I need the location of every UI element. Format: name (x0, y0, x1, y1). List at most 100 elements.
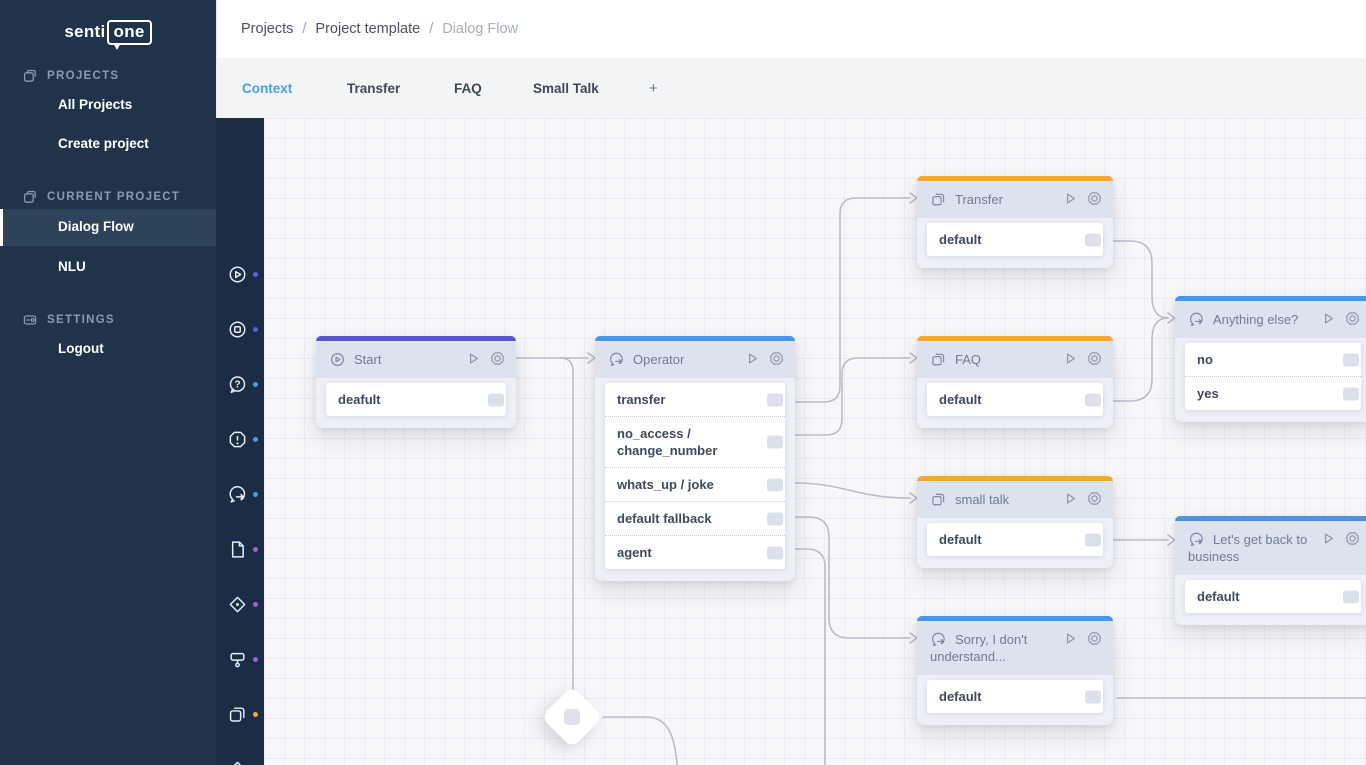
current-project-icon (22, 189, 38, 205)
node-settings-icon[interactable] (1344, 530, 1361, 547)
palette-document-icon[interactable] (216, 539, 264, 561)
node-row[interactable]: transfer (605, 383, 785, 416)
context-tabbar: Context Transfer FAQ Small Talk + (216, 58, 1366, 118)
breadcrumb-current: Dialog Flow (442, 21, 518, 37)
node-row[interactable]: whats_up / joke (605, 467, 785, 501)
flow-node-operator[interactable]: Operator transfer no_access / change_num… (595, 336, 795, 581)
node-body: default (917, 218, 1113, 268)
node-row[interactable]: no (1185, 343, 1361, 376)
output-connector[interactable] (1085, 690, 1101, 703)
copy-stack-icon (930, 191, 947, 208)
run-node-icon[interactable] (744, 350, 761, 367)
output-connector[interactable] (488, 393, 504, 406)
flow-node-small-talk[interactable]: small talk default (917, 476, 1113, 568)
node-accent-bar (917, 616, 1113, 621)
palette-paint-icon[interactable] (216, 649, 264, 671)
palette-dot (253, 437, 258, 442)
copy-stack-icon (227, 704, 248, 725)
run-node-icon[interactable] (1062, 490, 1079, 507)
palette-decision-icon[interactable] (216, 594, 264, 616)
palette-dot (253, 382, 258, 387)
output-connector[interactable] (767, 546, 783, 559)
output-connector[interactable] (767, 478, 783, 491)
palette-alert-icon[interactable] (216, 429, 264, 451)
node-header: Let's get back to business (1175, 521, 1366, 575)
node-settings-icon[interactable] (1344, 310, 1361, 327)
chat-forward-icon (227, 484, 248, 505)
tab-small-talk[interactable]: Small Talk (533, 80, 599, 96)
node-row[interactable]: no_access / change_number (605, 416, 785, 467)
run-node-icon[interactable] (1320, 530, 1337, 547)
run-node-icon[interactable] (1062, 630, 1079, 647)
node-row[interactable]: default fallback (605, 501, 785, 535)
node-header: Operator (595, 341, 795, 378)
tab-transfer[interactable]: Transfer (347, 80, 401, 96)
sidebar-item-label: Dialog Flow (58, 219, 134, 234)
section-settings: SETTINGS (22, 312, 115, 328)
palette-dot (253, 492, 258, 497)
node-settings-icon[interactable] (768, 350, 785, 367)
run-node-icon[interactable] (1062, 190, 1079, 207)
palette-dot (253, 602, 258, 607)
flow-node-start[interactable]: Start deafult (316, 336, 516, 428)
sidebar-item-all-projects[interactable]: All Projects (58, 97, 133, 112)
row-label: default fallback (617, 511, 712, 526)
palette-copy-icon[interactable] (216, 704, 264, 726)
sidebar-item-nlu[interactable]: NLU (58, 259, 86, 274)
node-header: FAQ (917, 341, 1113, 378)
palette-start-icon[interactable] (216, 264, 264, 286)
output-connector[interactable] (1343, 353, 1359, 366)
node-row[interactable]: default (927, 223, 1103, 256)
flow-node-lets-get-back[interactable]: Let's get back to business default (1175, 516, 1366, 625)
row-label: transfer (617, 392, 666, 407)
node-settings-icon[interactable] (1086, 190, 1103, 207)
sidebar-item-dialog-flow[interactable]: Dialog Flow (0, 209, 216, 246)
node-row[interactable]: default (927, 680, 1103, 713)
output-connector[interactable] (1085, 533, 1101, 546)
breadcrumb-projects[interactable]: Projects (241, 21, 294, 37)
sidebar-item-logout[interactable]: Logout (58, 341, 104, 356)
run-node-icon[interactable] (1320, 310, 1337, 327)
node-settings-icon[interactable] (1086, 490, 1103, 507)
palette-chat-transfer-icon[interactable] (216, 484, 264, 506)
palette-goto-icon[interactable] (216, 759, 264, 765)
output-connector[interactable] (767, 512, 783, 525)
sidebar-item-create-project[interactable]: Create project (58, 136, 149, 151)
node-row[interactable]: agent (605, 535, 785, 569)
flow-node-transfer[interactable]: Transfer default (917, 176, 1113, 268)
row-label: whats_up / joke (617, 477, 714, 492)
row-label: no (1197, 352, 1213, 367)
flow-canvas[interactable]: Start deafult Operator transfer no_acces… (264, 118, 1366, 765)
palette-question-icon[interactable] (216, 374, 264, 396)
play-circle-icon (329, 351, 346, 368)
node-row[interactable]: default (927, 383, 1103, 416)
copy-stack-icon (930, 351, 947, 368)
output-connector[interactable] (767, 393, 783, 406)
add-tab-button[interactable]: + (649, 79, 658, 97)
node-settings-icon[interactable] (1086, 630, 1103, 647)
row-label: agent (617, 545, 652, 560)
output-connector[interactable] (1085, 233, 1101, 246)
tab-context[interactable]: Context (242, 80, 293, 96)
node-settings-icon[interactable] (489, 350, 506, 367)
chat-forward-icon (1188, 531, 1205, 548)
palette-dot (253, 547, 258, 552)
tab-faq[interactable]: FAQ (454, 80, 482, 96)
output-connector[interactable] (1343, 387, 1359, 400)
run-node-icon[interactable] (465, 350, 482, 367)
run-node-icon[interactable] (1062, 350, 1079, 367)
palette-stop-icon[interactable] (216, 319, 264, 341)
output-connector[interactable] (1085, 393, 1101, 406)
row-label: default (939, 232, 982, 247)
node-row[interactable]: yes (1185, 376, 1361, 410)
node-row[interactable]: default (1185, 580, 1361, 613)
flow-node-faq[interactable]: FAQ default (917, 336, 1113, 428)
output-connector[interactable] (1343, 590, 1359, 603)
node-row[interactable]: default (927, 523, 1103, 556)
flow-node-anything-else[interactable]: Anything else? no yes (1175, 296, 1366, 422)
flow-node-sorry[interactable]: Sorry, I don't understand... default (917, 616, 1113, 725)
node-settings-icon[interactable] (1086, 350, 1103, 367)
output-connector[interactable] (767, 435, 783, 449)
node-row[interactable]: deafult (326, 383, 506, 416)
breadcrumb-project-template[interactable]: Project template (315, 21, 421, 37)
